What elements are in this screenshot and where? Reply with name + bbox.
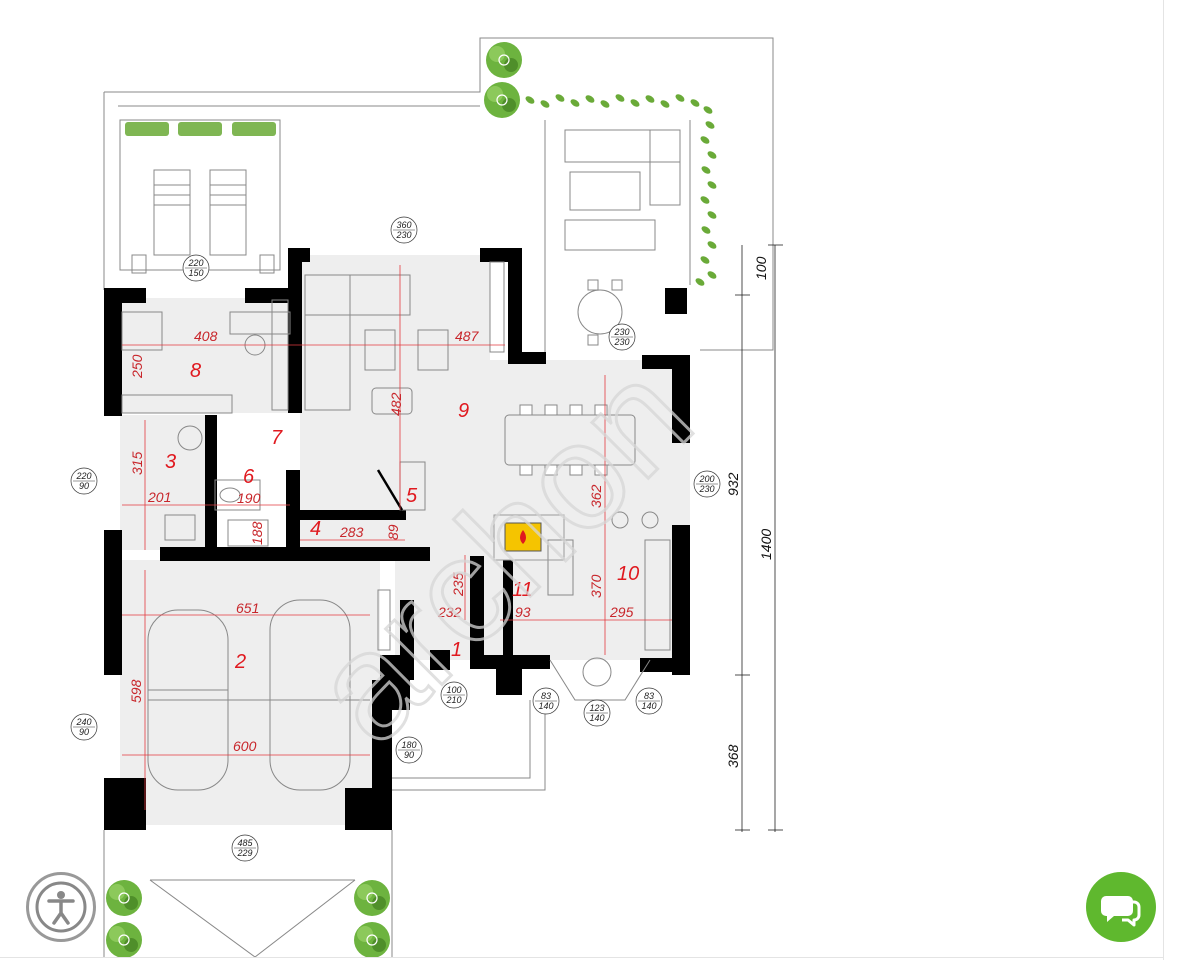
dim-362: 362 <box>588 484 604 508</box>
svg-text:485: 485 <box>237 838 253 848</box>
dim-188: 188 <box>249 521 265 545</box>
ext-dim-932: 932 <box>725 472 741 496</box>
fireplace-icon <box>493 514 565 561</box>
chat-button[interactable] <box>1086 872 1156 942</box>
svg-text:150: 150 <box>188 268 203 278</box>
site-outline <box>103 37 774 957</box>
svg-text:90: 90 <box>79 481 89 491</box>
room-label-8: 8 <box>190 360 201 382</box>
dim-190: 190 <box>237 490 261 506</box>
chat-bubbles-icon <box>1101 896 1141 927</box>
dim-232: 232 <box>437 604 462 620</box>
dim-315: 315 <box>129 451 145 475</box>
dim-250: 250 <box>129 354 145 379</box>
dim-408: 408 <box>194 328 218 344</box>
terrace-furniture <box>564 129 681 346</box>
ext-dim-100: 100 <box>753 256 769 280</box>
accessibility-button[interactable] <box>26 872 96 942</box>
room-label-6: 6 <box>243 466 255 488</box>
page-border-bottom <box>0 957 1163 958</box>
room-label-5: 5 <box>406 485 418 507</box>
plants <box>105 41 718 957</box>
svg-text:140: 140 <box>641 701 656 711</box>
room-label-10: 10 <box>617 563 639 585</box>
accessibility-icon <box>35 881 87 933</box>
svg-text:90: 90 <box>79 727 89 737</box>
svg-text:90: 90 <box>404 750 414 760</box>
svg-text:240: 240 <box>75 717 91 727</box>
svg-text:220: 220 <box>75 471 91 481</box>
ext-dim-1400: 1400 <box>758 529 774 560</box>
svg-text:210: 210 <box>445 695 461 705</box>
room-label-9: 9 <box>458 400 469 422</box>
room-labels: 1 2 3 4 5 6 7 8 9 10 11 <box>165 360 639 673</box>
svg-text:220: 220 <box>187 258 203 268</box>
room-label-1: 1 <box>451 639 462 661</box>
dimension-lines <box>122 265 672 810</box>
svg-text:180: 180 <box>401 740 416 750</box>
dim-89: 89 <box>385 524 401 540</box>
svg-text:100: 100 <box>446 685 461 695</box>
svg-text:83: 83 <box>541 691 551 701</box>
dim-598: 598 <box>128 679 144 703</box>
dim-201: 201 <box>147 489 171 505</box>
dim-283: 283 <box>339 524 364 540</box>
dim-93: 93 <box>515 604 531 620</box>
room-label-7: 7 <box>271 427 283 449</box>
svg-text:83: 83 <box>644 691 654 701</box>
svg-text:123: 123 <box>589 703 604 713</box>
dim-295: 295 <box>609 604 634 620</box>
floor-area <box>120 255 690 825</box>
svg-text:230: 230 <box>698 484 714 494</box>
dim-370: 370 <box>588 574 604 598</box>
interior-furniture <box>121 261 671 791</box>
dim-482: 482 <box>388 392 404 416</box>
svg-text:230: 230 <box>613 337 629 347</box>
svg-text:360: 360 <box>396 220 411 230</box>
sun-loungers <box>131 169 275 274</box>
exterior-dimension-lines <box>735 244 783 832</box>
svg-text:140: 140 <box>589 713 604 723</box>
interior-dimensions: 408 250 487 482 315 201 190 188 283 89 3… <box>128 328 634 754</box>
svg-text:200: 200 <box>698 474 714 484</box>
room-label-3: 3 <box>165 451 176 473</box>
svg-text:230: 230 <box>613 327 629 337</box>
ext-dim-368: 368 <box>725 744 741 768</box>
room-label-2: 2 <box>234 651 246 673</box>
dim-651: 651 <box>236 600 259 616</box>
page-border-right <box>1163 0 1164 960</box>
dim-600: 600 <box>233 738 257 754</box>
dim-235: 235 <box>450 572 466 597</box>
exterior-dimensions: 100 932 1400 368 <box>725 256 774 768</box>
walls <box>104 248 690 830</box>
svg-text:140: 140 <box>538 701 553 711</box>
svg-text:229: 229 <box>236 848 252 858</box>
room-label-4: 4 <box>310 518 321 540</box>
svg-text:230: 230 <box>395 230 411 240</box>
room-label-11: 11 <box>512 579 533 601</box>
dim-487: 487 <box>455 328 480 344</box>
